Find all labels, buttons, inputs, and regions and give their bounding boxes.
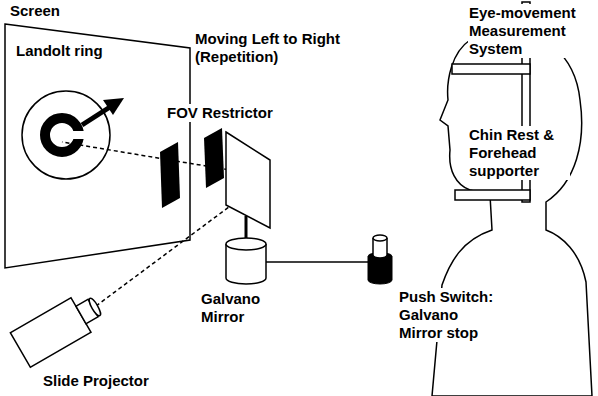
screen-border bbox=[5, 24, 190, 268]
part-label: Chin Rest & Forehead supporter bbox=[468, 126, 570, 180]
part-label: Push Switch: Galvano Mirror stop bbox=[398, 288, 500, 342]
target-circle bbox=[22, 91, 110, 179]
forehead-support bbox=[452, 64, 530, 74]
chin-rest bbox=[455, 190, 530, 200]
switch-body bbox=[368, 256, 392, 284]
slide-projector bbox=[10, 288, 107, 367]
motion-arrowhead bbox=[103, 98, 124, 115]
projector-lens-face bbox=[87, 297, 102, 317]
switch-wire bbox=[266, 261, 368, 263]
mirror-plate bbox=[226, 132, 270, 228]
switch-button-top bbox=[373, 235, 387, 241]
fov-plate bbox=[160, 142, 180, 208]
part-label: FOV Restrictor bbox=[166, 104, 274, 122]
part-label: Slide Projector bbox=[42, 372, 150, 390]
part-label: Eye-movement Measurement System bbox=[468, 4, 595, 58]
panel-heading: Screen bbox=[10, 2, 60, 20]
panel-label: Landolt ring bbox=[16, 42, 103, 60]
ring-gap bbox=[72, 131, 86, 139]
galvano-top bbox=[226, 238, 266, 250]
part-label: Galvano Mirror bbox=[200, 290, 274, 326]
screen-panel: ScreenLandolt ring bbox=[4, 2, 194, 272]
motion-arrow bbox=[82, 107, 110, 125]
part-label: Moving Left to Right (Repetition) bbox=[194, 30, 371, 66]
fov-plate bbox=[204, 128, 224, 188]
